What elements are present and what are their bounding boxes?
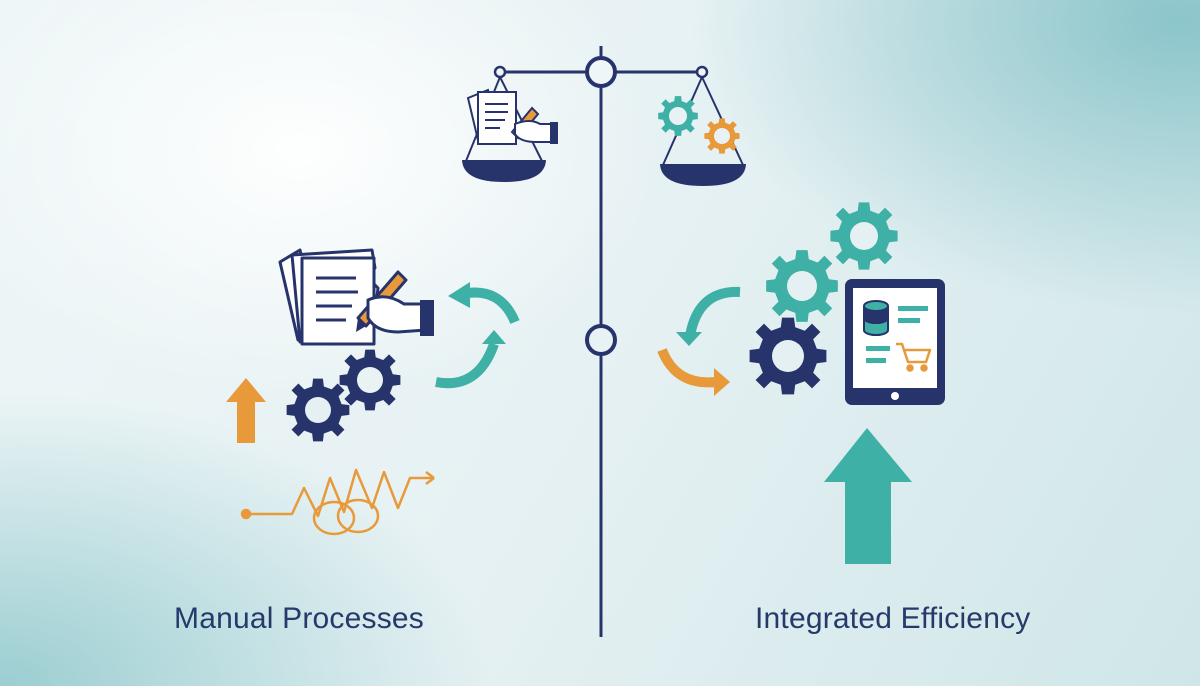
documents-icon [466, 88, 517, 145]
cycle-arrows-icon [435, 287, 520, 389]
scale-pivot [585, 56, 617, 88]
documents-icon [278, 248, 380, 346]
up-arrow-icon [824, 428, 912, 564]
database-icon [863, 300, 889, 336]
cart-icon [896, 342, 932, 372]
pencil-hand-icon [510, 106, 558, 144]
scale-joint [585, 324, 617, 356]
manual-processes-label: Manual Processes [174, 602, 424, 635]
gear-icon [749, 202, 898, 395]
tablet-icon [845, 279, 945, 405]
cycle-arrows-icon [657, 286, 741, 388]
tangled-line-icon [240, 468, 435, 536]
pencil-hand-icon [356, 270, 434, 336]
scale-pan-left [462, 160, 546, 182]
gear-icon [658, 96, 740, 154]
up-arrow-icon [226, 378, 266, 443]
integrated-efficiency-label: Integrated Efficiency [755, 602, 1031, 635]
scale-pan-right [660, 164, 746, 186]
gear-icon [286, 349, 401, 442]
